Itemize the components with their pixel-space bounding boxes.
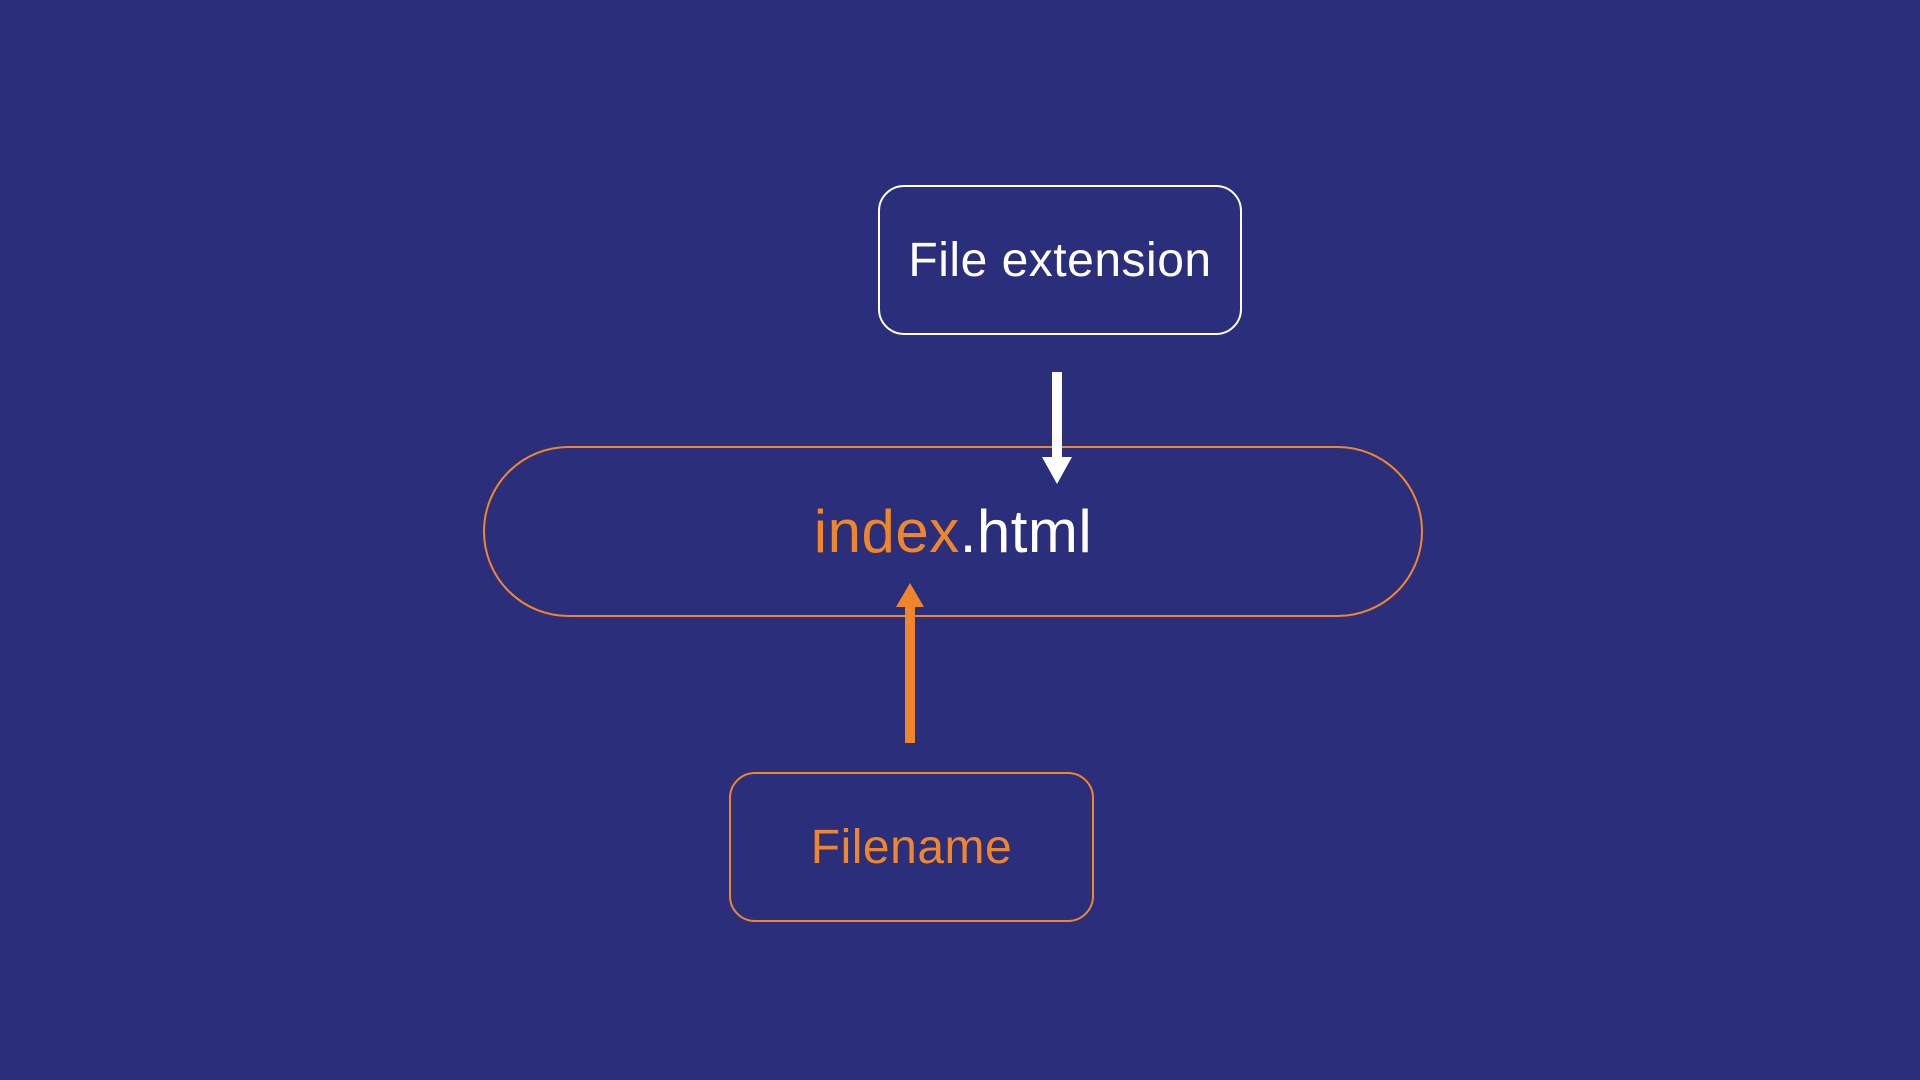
pill-extension-text: .html [959,498,1093,565]
pill-filename-text: index [813,498,960,565]
up-arrow-icon [896,583,924,743]
file-extension-box: File extension [878,185,1242,335]
filename-label: Filename [810,820,1013,874]
filename-box: Filename [729,772,1094,922]
file-pill: index.html [483,446,1423,617]
file-extension-label: File extension [908,233,1212,287]
down-arrow-icon [1042,372,1072,484]
